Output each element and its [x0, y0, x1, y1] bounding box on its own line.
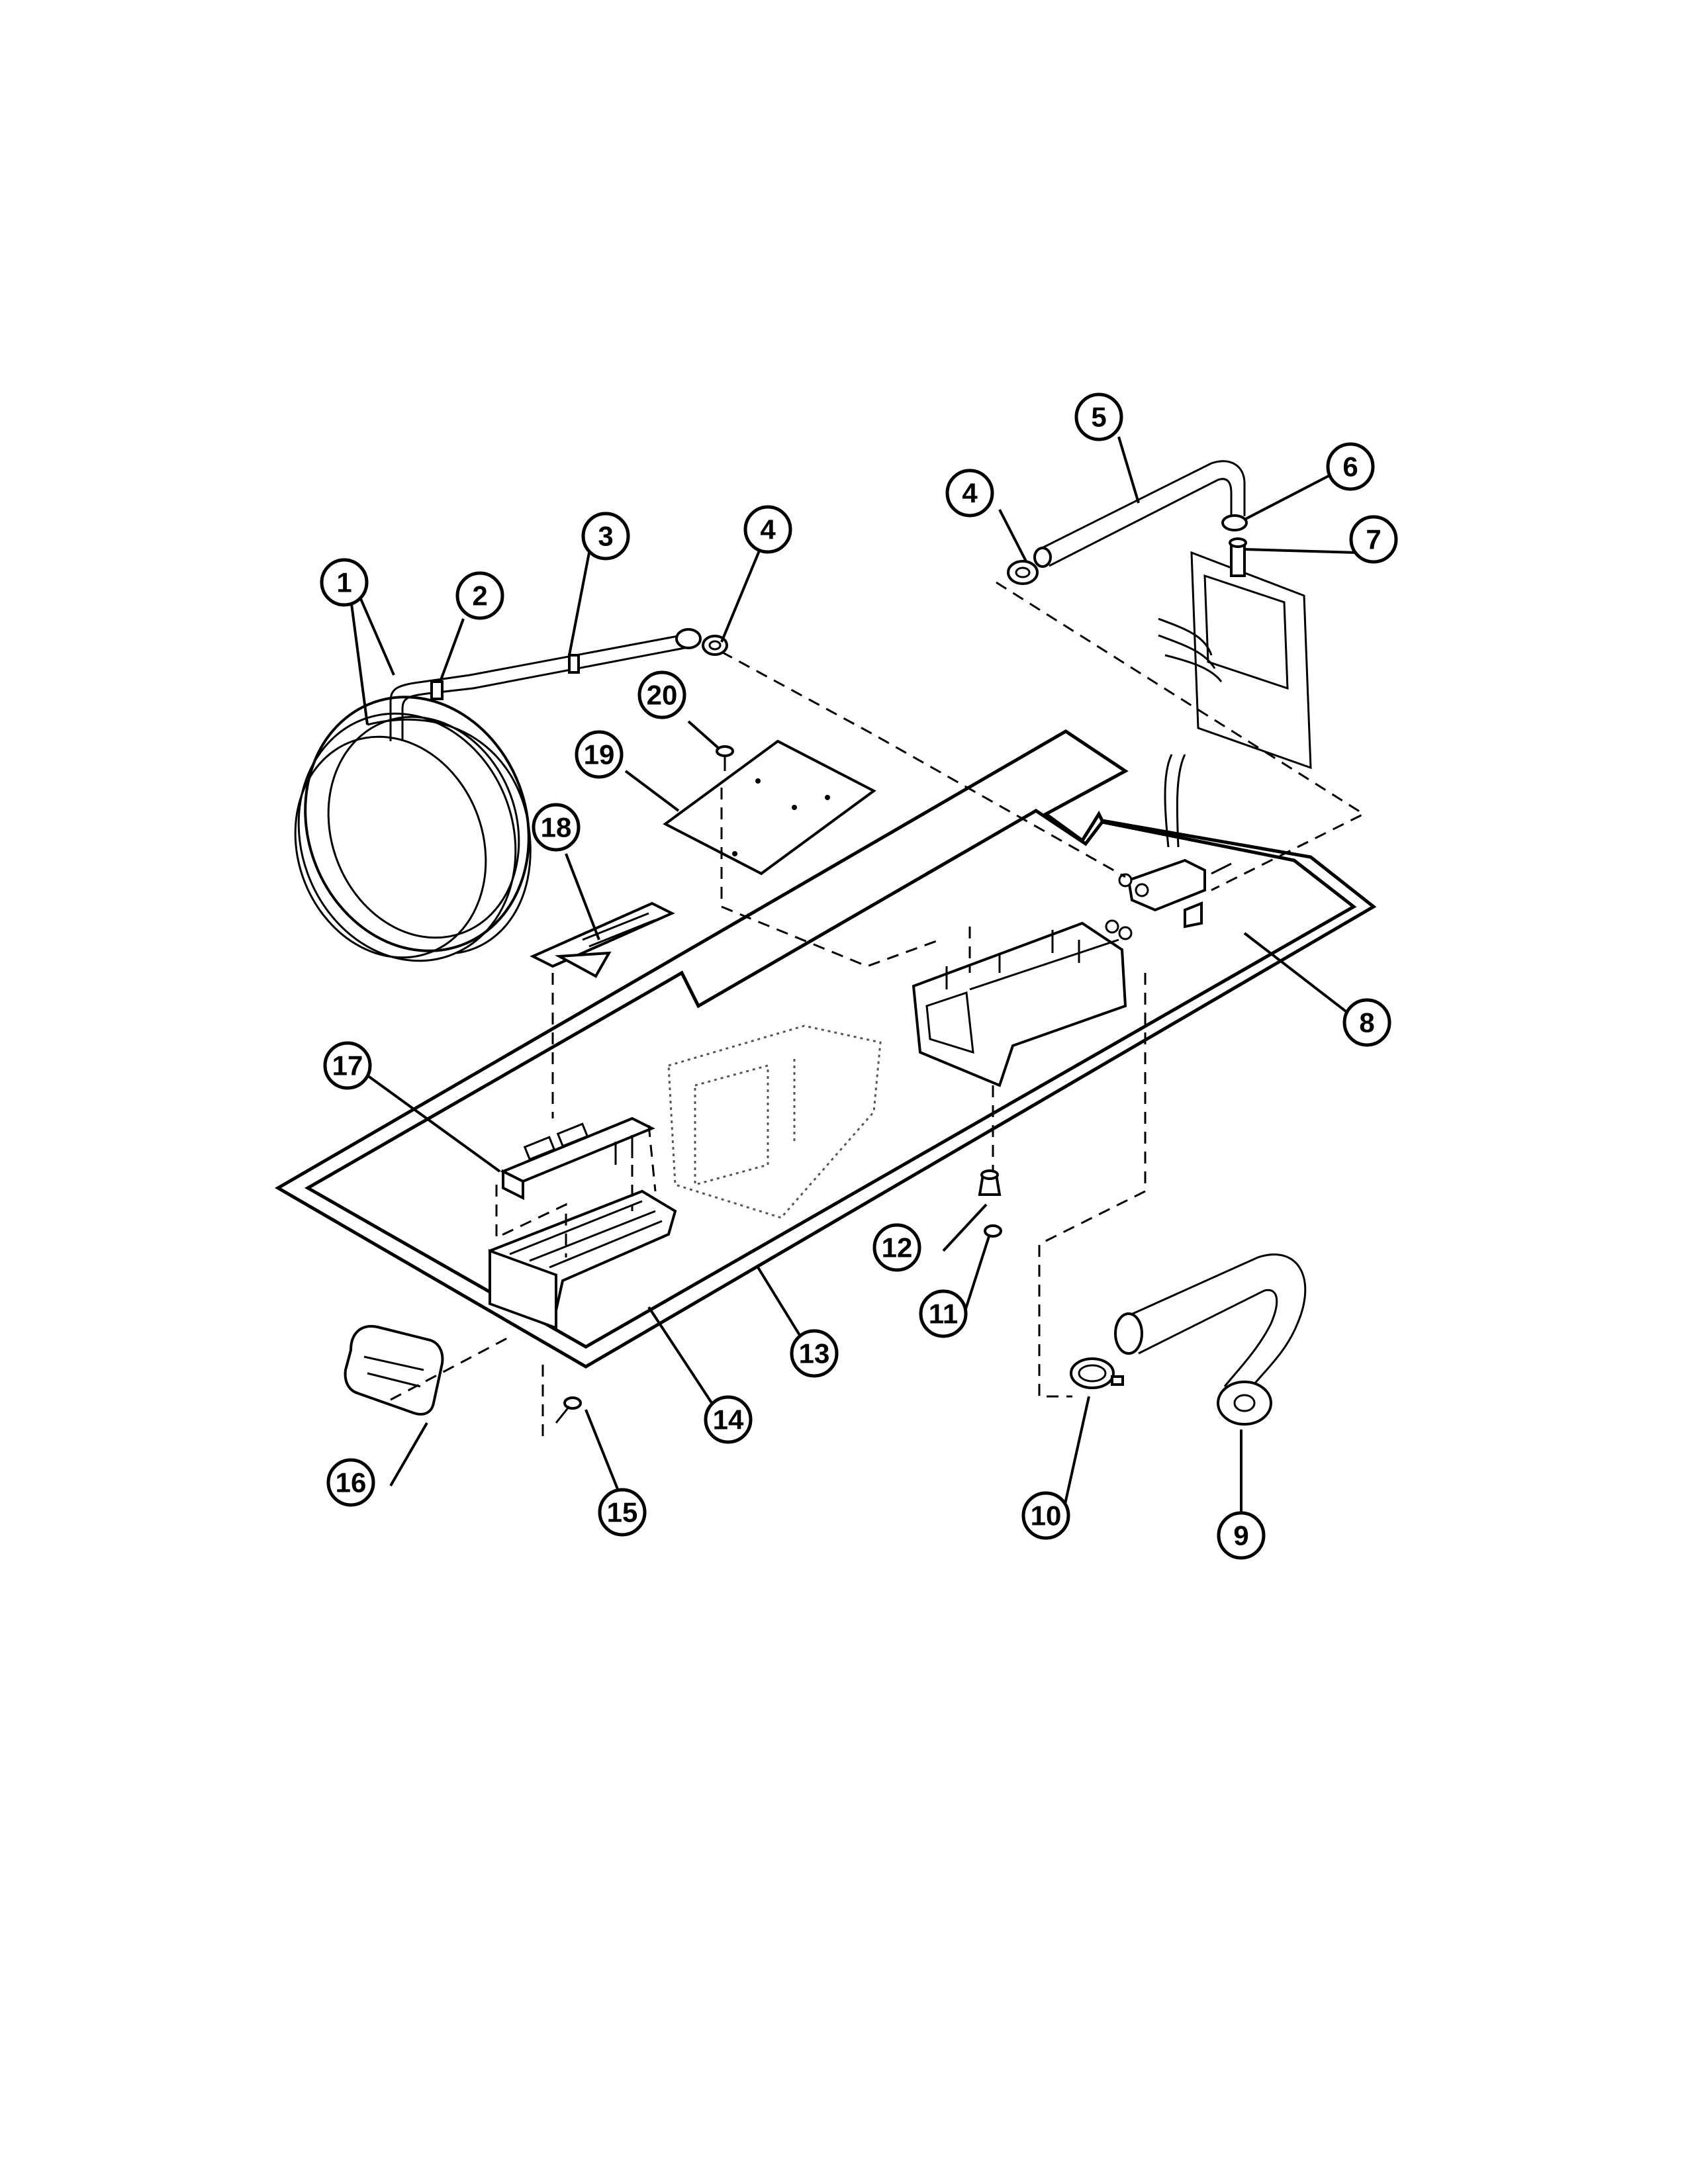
svg-text:3: 3 [598, 521, 613, 552]
callout-4-left: 4 [743, 505, 792, 554]
svg-text:5: 5 [1091, 402, 1106, 433]
cabinet-frame [275, 729, 1377, 1369]
callout-5: 5 [1074, 392, 1123, 441]
callout-9: 9 [1217, 1511, 1266, 1560]
svg-text:19: 19 [584, 739, 615, 770]
fitting-7 [1229, 537, 1247, 577]
dispenser-cover [500, 1116, 655, 1201]
svg-text:9: 9 [1233, 1520, 1248, 1551]
svg-text:7: 7 [1366, 524, 1381, 555]
clip-11 [984, 1224, 1002, 1238]
door-boot-ring [294, 696, 532, 962]
assembly-lines [390, 581, 1366, 1436]
svg-text:17: 17 [332, 1050, 363, 1081]
rear-panel [1158, 551, 1312, 770]
svg-text:14: 14 [713, 1404, 744, 1435]
callout-2: 2 [455, 571, 504, 620]
svg-text:4: 4 [962, 478, 978, 509]
nut-6 [1221, 514, 1248, 531]
svg-text:15: 15 [607, 1497, 638, 1528]
drawer-handle [344, 1325, 444, 1416]
dispenser-housing [912, 919, 1133, 1087]
svg-text:18: 18 [541, 812, 572, 843]
callout-12: 12 [872, 1223, 921, 1272]
water-valve [1118, 754, 1232, 929]
callout-7: 7 [1349, 515, 1398, 564]
callout-14: 14 [704, 1395, 753, 1444]
drain-hose-9 [1114, 1253, 1307, 1426]
tube-clamp-2 [430, 680, 444, 700]
callout-10: 10 [1021, 1491, 1070, 1540]
callout-11: 11 [919, 1289, 968, 1338]
tube-clamp-3 [568, 654, 580, 674]
callout-20: 20 [637, 670, 686, 719]
svg-text:16: 16 [336, 1467, 367, 1498]
svg-text:4: 4 [760, 514, 776, 545]
callout-6: 6 [1326, 442, 1375, 491]
fill-tube [389, 628, 702, 741]
svg-text:1: 1 [336, 567, 352, 598]
callout-13: 13 [790, 1329, 839, 1378]
callout-16: 16 [326, 1458, 375, 1507]
dispenser-lid [530, 901, 675, 978]
mounting-plate [663, 739, 876, 876]
callout-4-right: 4 [945, 469, 994, 518]
hose-clamp-4-right [1007, 560, 1039, 585]
callout-15: 15 [598, 1488, 647, 1537]
leader-lines [350, 436, 1362, 1516]
callout-17: 17 [323, 1041, 372, 1090]
svg-text:20: 20 [647, 680, 678, 711]
svg-text:8: 8 [1359, 1007, 1374, 1038]
svg-text:13: 13 [799, 1338, 830, 1369]
screw-15 [555, 1396, 582, 1424]
screw-20 [716, 745, 734, 771]
svg-text:10: 10 [1031, 1500, 1062, 1531]
dispenser-drawer [488, 1189, 677, 1330]
svg-text:12: 12 [882, 1232, 913, 1263]
hose-clamp-10 [1070, 1357, 1124, 1389]
callout-1: 1 [320, 558, 369, 607]
tub-outline [667, 1024, 882, 1219]
callout-8: 8 [1342, 998, 1391, 1047]
svg-text:11: 11 [929, 1298, 958, 1330]
callout-19: 19 [575, 730, 624, 779]
svg-text:2: 2 [472, 580, 487, 612]
bumper-12 [978, 1169, 1002, 1196]
callout-18: 18 [532, 803, 581, 852]
fill-hose-5 [1033, 460, 1246, 568]
svg-text:6: 6 [1342, 451, 1358, 482]
callout-3: 3 [581, 512, 630, 561]
